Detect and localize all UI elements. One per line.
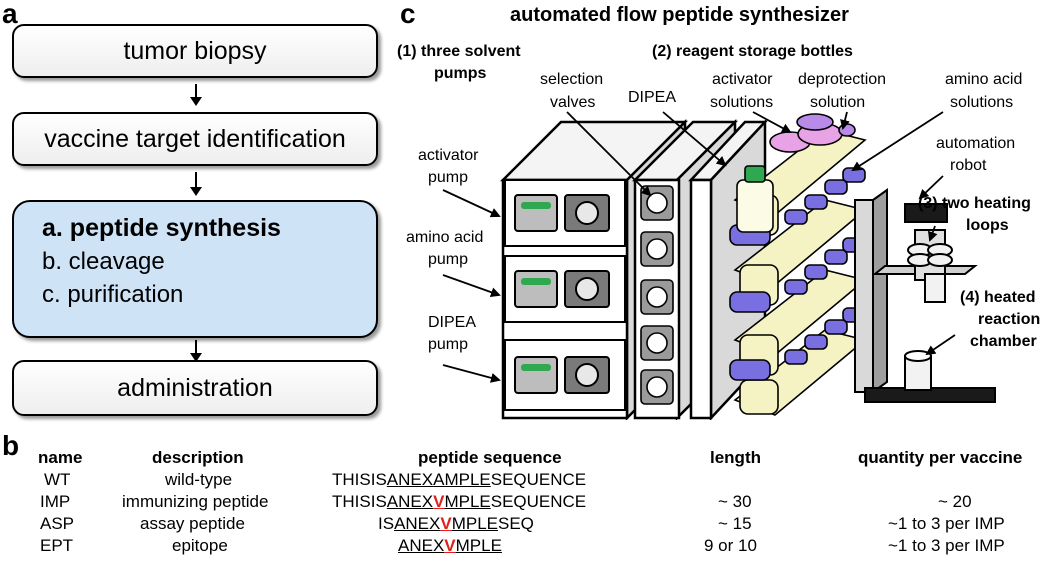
- row-quantity: ~1 to 3 per IMP: [888, 536, 1005, 555]
- row-name: ASP: [40, 514, 75, 533]
- label-heating-loops-2: loops: [966, 217, 1009, 234]
- step-synthesis: a. peptide synthesis b. cleavage c. puri…: [12, 200, 378, 338]
- label-amino-pump-2: pump: [428, 251, 469, 268]
- seq-post: SEQ: [498, 514, 534, 533]
- seq-mutation: V: [433, 492, 445, 511]
- row-description: epitope: [172, 536, 228, 555]
- row-sequence: THISISANEXAMPLESEQUENCE: [332, 470, 586, 490]
- row-length: ~ 15: [718, 514, 752, 533]
- step-vaccine-target: vaccine target identification: [12, 112, 378, 166]
- seq-wild-type-residue: A: [433, 470, 445, 489]
- seq-mutation: V: [444, 536, 456, 555]
- header-sequence: peptide sequence: [418, 448, 562, 467]
- label-activator-pump-1: activator: [418, 147, 479, 164]
- row-name: WT: [44, 470, 71, 489]
- seq-mutation: V: [440, 514, 452, 533]
- seq-epitope-end: MPLE: [444, 492, 491, 511]
- leader-arrows: [442, 111, 956, 383]
- label-chamber-3: chamber: [970, 333, 1037, 350]
- seq-epitope-start: ANEX: [386, 470, 434, 489]
- panel-letter-c: c: [400, 0, 416, 29]
- label-deprotection-2: solution: [810, 94, 866, 111]
- reagent-bottles: [729, 113, 867, 416]
- label-solvent-pumps-1: (1) three solvent: [397, 43, 521, 60]
- label-dipea-pump-2: pump: [428, 336, 469, 353]
- down-arrow: [190, 340, 202, 362]
- row-name: IMP: [40, 492, 71, 511]
- seq-pre: THISIS: [332, 492, 387, 511]
- label-activator-solutions-1: activator: [712, 71, 773, 88]
- label-chamber-2: reaction: [978, 311, 1041, 328]
- seq-pre: IS: [378, 514, 395, 533]
- row-sequence: ANEXVMPLE: [398, 536, 502, 556]
- header-quantity: quantity per vaccine: [858, 448, 1023, 467]
- seq-epitope-end: MPLE: [451, 514, 498, 533]
- row-sequence: ISANEXVMPLESEQ: [378, 514, 534, 534]
- label-reagent-bottles: (2) reagent storage bottles: [652, 43, 853, 60]
- seq-epitope-start: ANEX: [394, 514, 441, 533]
- label-amino-solutions-1: amino acid: [945, 71, 1023, 88]
- label-dipea: DIPEA: [628, 89, 677, 106]
- down-arrow: [190, 84, 202, 106]
- seq-post: SEQUENCE: [490, 470, 587, 489]
- panel-letter-b: b: [2, 430, 20, 461]
- row-length: 9 or 10: [704, 536, 757, 555]
- row-description: wild-type: [165, 470, 233, 489]
- header-length: length: [710, 448, 761, 467]
- step-label: tumor biopsy: [123, 36, 267, 65]
- row-description: immunizing peptide: [122, 492, 269, 511]
- pump-amino-acid: [504, 255, 626, 323]
- header-name: name: [38, 448, 83, 467]
- step-synthesis-label: a. peptide synthesis: [42, 214, 281, 242]
- label-activator-solutions-2: solutions: [710, 94, 774, 111]
- label-heating-loops-1: (3) two heating: [918, 195, 1031, 212]
- selection-valves: [640, 185, 674, 405]
- automation-robot: [854, 188, 996, 403]
- label-amino-pump-1: amino acid: [406, 229, 484, 246]
- step-purification-label: c. purification: [42, 281, 184, 308]
- seq-epitope-end: MPLE: [444, 470, 491, 489]
- panel-letter-a: a: [2, 0, 18, 29]
- seq-epitope-start: ANEX: [386, 492, 434, 511]
- label-activator-pump-2: pump: [428, 169, 469, 186]
- synthesizer-illustration: [442, 111, 996, 420]
- row-description: assay peptide: [140, 514, 245, 533]
- row-name: EPT: [40, 536, 74, 555]
- seq-epitope-end: MPLE: [455, 536, 502, 555]
- step-administration: administration: [12, 360, 378, 416]
- seq-pre: THISIS: [332, 470, 387, 489]
- header-description: description: [152, 448, 244, 467]
- step-cleavage-label: b. cleavage: [42, 248, 165, 275]
- label-robot-2: robot: [950, 157, 987, 174]
- row-quantity: ~ 20: [938, 492, 972, 511]
- label-deprotection-1: deprotection: [798, 71, 887, 88]
- row-quantity: ~1 to 3 per IMP: [888, 514, 1005, 533]
- seq-post: SEQUENCE: [490, 492, 587, 511]
- row-length: ~ 30: [718, 492, 752, 511]
- down-arrow: [190, 172, 202, 196]
- step-tumor-biopsy: tumor biopsy: [12, 24, 378, 78]
- label-robot-1: automation: [936, 135, 1016, 152]
- label-dipea-pump-1: DIPEA: [428, 314, 477, 331]
- label-selection-2: valves: [550, 94, 596, 111]
- label-amino-solutions-2: solutions: [950, 94, 1014, 111]
- seq-epitope-start: ANEX: [398, 536, 445, 555]
- pump-activator: [504, 179, 626, 247]
- step-label: administration: [117, 373, 273, 402]
- label-selection-1: selection: [540, 71, 604, 88]
- step-label: vaccine target identification: [44, 124, 346, 153]
- pump-dipea: [504, 339, 626, 411]
- label-solvent-pumps-2: pumps: [434, 65, 487, 82]
- row-sequence: THISISANEXVMPLESEQUENCE: [332, 492, 586, 512]
- label-chamber-1: (4) heated: [960, 289, 1036, 306]
- synthesizer-title: automated flow peptide synthesizer: [510, 4, 849, 26]
